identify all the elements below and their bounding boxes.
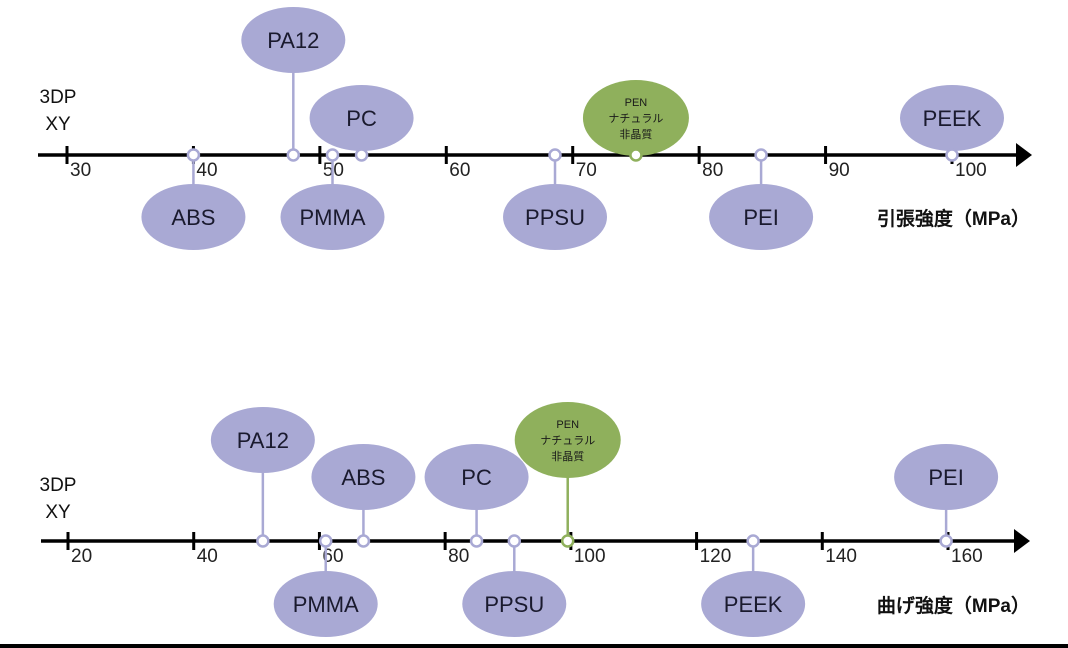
tick-label: 20 [71, 546, 92, 567]
material-bubble [709, 184, 814, 250]
axis-arrow-icon [1016, 143, 1032, 167]
row-label-line: XY [45, 502, 71, 523]
material-label: ABS [341, 465, 385, 490]
material-marker-pei: PEI [709, 148, 814, 250]
flexural-strength-panel: 3DP XY 20 40 60 80 100 120 140 160 曲げ強度（MPa） PA12PM… [40, 402, 1030, 637]
material-marker-pei: PEI [894, 444, 999, 548]
material-label: PPSU [525, 205, 585, 230]
material-marker-abs: ABS [141, 148, 246, 250]
material-marker-abs: ABS [311, 444, 416, 548]
material-label: PEEK [724, 592, 783, 617]
row-label-line: XY [45, 114, 71, 135]
material-label-line: ナチュラル [608, 112, 663, 125]
value-point [186, 148, 201, 162]
material-marker-pmma: PMMA [280, 148, 385, 250]
material-bubble [309, 85, 414, 151]
material-marker-pc: PC [424, 444, 529, 548]
value-point [629, 148, 643, 162]
value-point [325, 148, 340, 162]
value-point [939, 534, 953, 548]
tick-label: 100 [574, 546, 606, 567]
tick-label: 80 [448, 546, 469, 567]
axis-arrow-icon [1014, 529, 1030, 553]
material-marker-pa12: PA12 [210, 407, 315, 548]
material-label-line: 非晶質 [551, 449, 584, 463]
value-point [507, 534, 522, 548]
material-label: PPSU [484, 592, 544, 617]
material-bubble [462, 571, 567, 637]
tick-label: 140 [825, 546, 857, 567]
row-label-line: 3DP [40, 87, 77, 108]
material-bubble [273, 571, 378, 637]
material-bubble [311, 444, 416, 510]
material-bubble [503, 184, 608, 250]
value-point [256, 534, 270, 548]
material-marker-ppsu: PPSU [462, 534, 567, 637]
material-bubble [280, 184, 385, 250]
material-bubble [424, 444, 529, 510]
tick-label: 40 [197, 546, 218, 567]
material-label-line: 非晶質 [619, 127, 652, 141]
material-marker-pa12: PA12 [241, 7, 346, 162]
material-marker-pc: PC [309, 85, 414, 162]
axis-title: 曲げ強度（MPa） [877, 594, 1030, 617]
material-bubble [514, 402, 621, 478]
value-point [469, 534, 484, 548]
value-point [318, 534, 333, 548]
tick-label: 40 [196, 160, 217, 181]
tick-label: 30 [70, 160, 91, 181]
material-label: PEEK [923, 106, 982, 131]
value-point [945, 148, 959, 162]
value-point [286, 148, 301, 162]
material-marker-peek: PEEK [701, 534, 806, 637]
material-label-line: PEN [625, 97, 648, 109]
material-bubble [210, 407, 315, 473]
material-label: PMMA [300, 205, 366, 230]
tick-label: 100 [955, 160, 987, 181]
material-bubble [894, 444, 999, 510]
value-point [754, 148, 768, 162]
tick-label: 90 [829, 160, 850, 181]
tick-label: 80 [702, 160, 723, 181]
material-label-line: PEN [556, 419, 579, 431]
value-point [548, 148, 562, 162]
material-label: PC [346, 106, 377, 131]
value-point [354, 148, 369, 162]
tick-label: 60 [322, 546, 343, 567]
bottom-divider [0, 644, 1068, 648]
tick-label: 120 [700, 546, 732, 567]
axis-title: 引張強度（MPa） [877, 207, 1030, 230]
material-bubble [701, 571, 806, 637]
material-bubble [241, 7, 346, 73]
material-bubble [141, 184, 246, 250]
tick-label: 60 [449, 160, 470, 181]
material-label: ABS [171, 205, 215, 230]
material-marker-peek: PEEK [900, 85, 1004, 162]
tensile-strength-panel: 3DPXY30405060708090100引張強度（MPa）ABSPA12PM… [38, 7, 1032, 250]
material-label-line: ナチュラル [540, 434, 595, 447]
material-bubble [900, 85, 1004, 151]
material-label: PEI [928, 465, 963, 490]
material-marker-pmma: PMMA [273, 534, 378, 637]
material-label: PEI [743, 205, 778, 230]
material-marker-ppsu: PPSU [503, 148, 608, 250]
material-label: PMMA [293, 592, 359, 617]
material-label: PA12 [267, 28, 319, 53]
value-point [356, 534, 371, 548]
material-label: PA12 [237, 428, 289, 453]
value-point [746, 534, 760, 548]
material-label: PC [461, 465, 492, 490]
value-point [560, 534, 575, 548]
row-label-line: 3DP [40, 475, 77, 496]
tick-label: 160 [951, 546, 983, 567]
tick-label: 70 [576, 160, 597, 181]
material-bubble [582, 80, 689, 156]
